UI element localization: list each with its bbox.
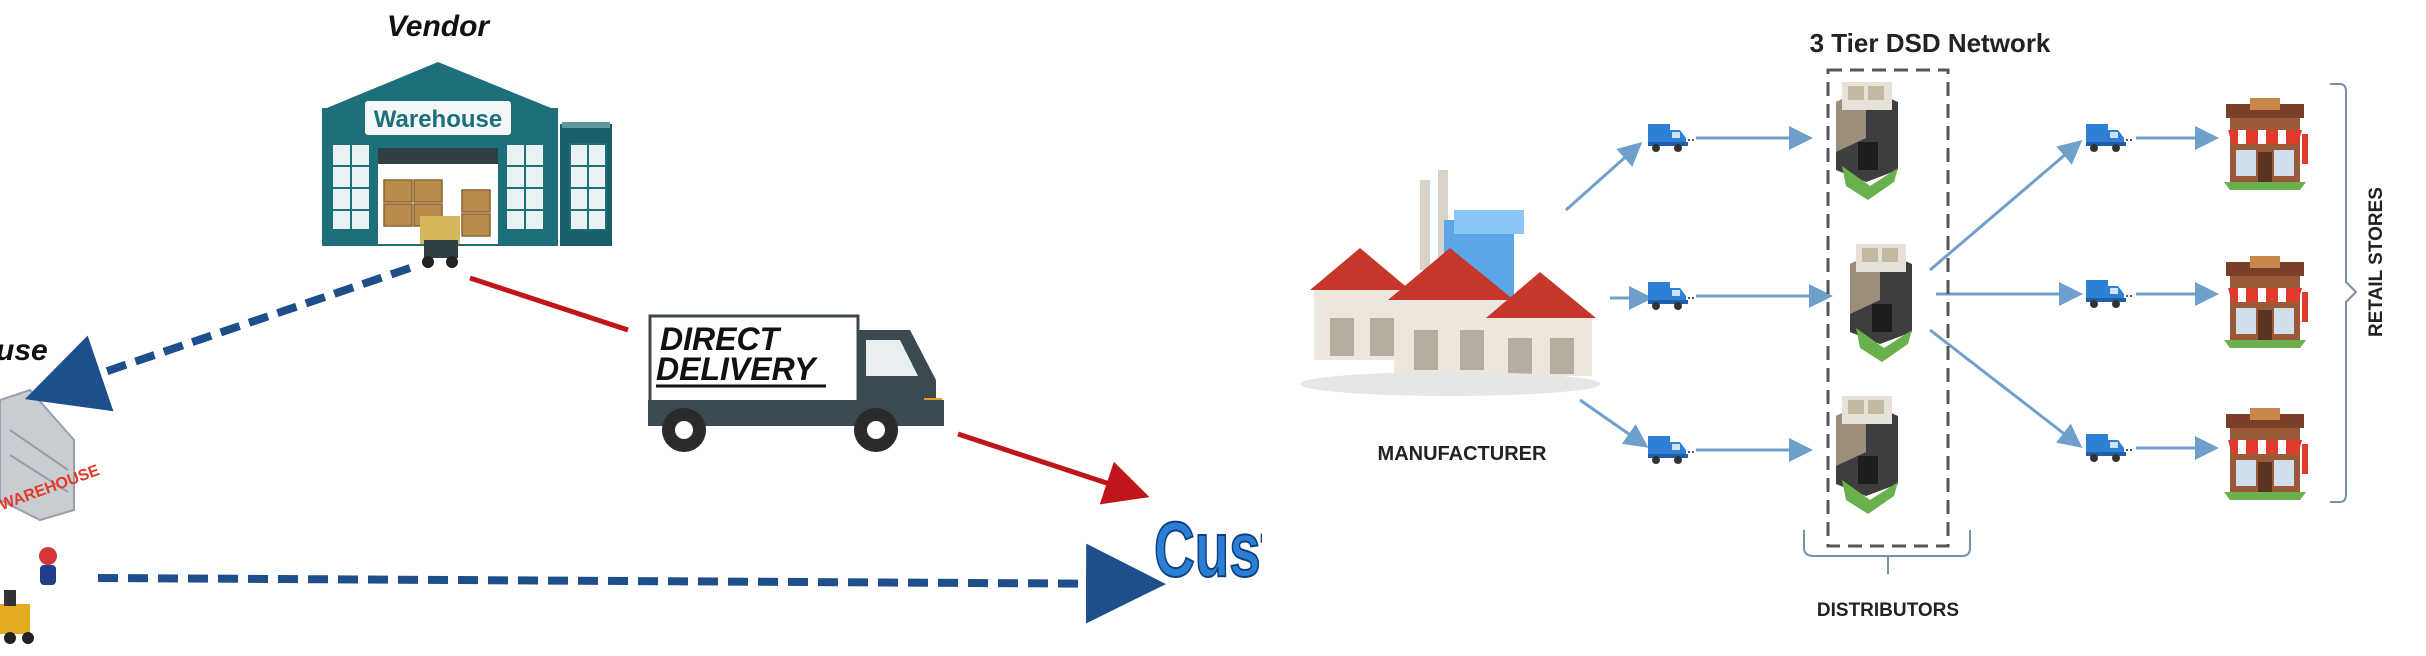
manufacturer-factory-icon [1300, 170, 1600, 396]
direct-delivery-truck-icon: DIRECT DELIVERY [648, 314, 944, 452]
arrow-distributor-to-retail-truck-3 [1929, 328, 2083, 448]
distributor-icon-2 [1850, 244, 1912, 362]
partial-warehouse-label: use [0, 334, 48, 367]
truck-icon-3 [1647, 435, 1697, 465]
retail-truck-icon-1 [2085, 123, 2135, 153]
direct-delivery-diagram: Vendor Warehouse [0, 10, 1262, 644]
distribution-warehouse-icon: WAREHOUSE [0, 388, 102, 522]
distributor-icon-3 [1836, 396, 1898, 514]
retail-stores-bracket [2330, 83, 2358, 503]
arrow-mfr-to-truck-1 [1565, 142, 1643, 212]
worker-icon [39, 547, 57, 585]
truck-text-line2: DELIVERY [656, 351, 818, 387]
distributors-label: DISTRIBUTORS [1817, 600, 1959, 621]
arrow-mfr-to-truck-3 [1579, 398, 1649, 448]
vendor-label: Vendor [387, 10, 492, 43]
vendor-to-truck-line [469, 275, 629, 333]
truck-icon-2 [1647, 281, 1697, 311]
arrow-distributor-to-retail-truck-1 [1929, 140, 2083, 272]
distributor-icon-1 [1836, 82, 1898, 200]
truck-text-line1: DIRECT [660, 321, 782, 357]
distributors-dashed-box [1826, 68, 1950, 548]
customer-label: Custo [1153, 504, 1262, 594]
vendor-to-warehouse-arrow [24, 264, 412, 412]
retail-store-icon-2 [2224, 256, 2308, 348]
warehouse-to-customer-arrow [97, 543, 1166, 624]
forklift-icon [0, 590, 34, 644]
retail-truck-icon-2 [2085, 279, 2135, 309]
retail-truck-icon-3 [2085, 433, 2135, 463]
distributors-bracket [1803, 530, 1971, 574]
retail-store-icon-1 [2224, 98, 2308, 190]
dsd-network-diagram: 3 Tier DSD Network MANUFACTURER [1300, 28, 2387, 621]
warehouse-sign-text: Warehouse [374, 106, 502, 133]
manufacturer-label: MANUFACTURER [1378, 443, 1547, 465]
customer-partial-text: Custo [1154, 505, 1262, 593]
network-title: 3 Tier DSD Network [1810, 28, 2051, 58]
retail-stores-label: RETAIL STORES [2366, 187, 2387, 337]
truck-icon-1 [1647, 123, 1697, 153]
truck-to-customer-arrow [957, 431, 1150, 505]
vendor-warehouse-icon: Warehouse [322, 62, 612, 268]
retail-store-icon-3 [2224, 408, 2308, 500]
